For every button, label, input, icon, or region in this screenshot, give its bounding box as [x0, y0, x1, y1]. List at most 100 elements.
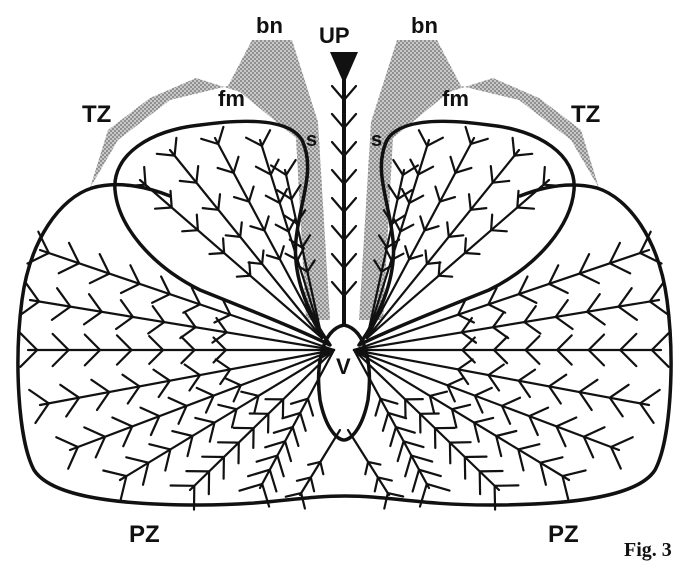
tz-duct-right-twig	[544, 185, 562, 186]
tz-duct-right-twig	[420, 216, 424, 230]
tz-duct-left-twig	[249, 262, 250, 276]
pz-duct-right-twig	[488, 365, 503, 376]
pz-duct-right-twig	[495, 486, 496, 510]
tz-duct-right-twig	[465, 238, 466, 253]
tz-duct-right-twig	[426, 251, 427, 264]
pz-duct-right-twig	[620, 334, 636, 350]
pz-duct-right-twig	[589, 335, 604, 350]
tz-duct-right-twig	[491, 215, 492, 231]
tz-duct-left-twig	[264, 216, 268, 230]
label-fm-right: fm	[442, 86, 469, 111]
pz-duct-right-twig	[526, 336, 540, 350]
pz-duct-left-twig	[52, 307, 71, 320]
central-duct-left-twig	[311, 477, 314, 491]
pz-duct-left-twig	[121, 284, 140, 293]
pz-duct-right-twig	[652, 333, 669, 350]
pz-duct-left	[260, 350, 334, 488]
pz-duct-right-twig	[376, 399, 381, 416]
central-duct-right-twig	[388, 493, 403, 496]
figure-caption: Fig. 3	[624, 539, 672, 561]
tz-duct-right-twig	[517, 208, 534, 209]
pz-duct-left-twig	[85, 335, 100, 350]
pz-duct-left-twig	[225, 378, 241, 385]
pz-duct-right-twig	[557, 335, 572, 350]
pz-duct-left-twig	[149, 444, 170, 449]
pz-duct-left-twig	[90, 274, 110, 284]
pz-duct-left-twig	[84, 312, 102, 325]
central-duct-left-twig	[286, 493, 301, 497]
pz-duct-left-twig	[270, 470, 277, 492]
pz-duct-right-twig	[587, 312, 605, 325]
pz-duct-right-twig	[427, 484, 450, 491]
tz-duct-left-twig	[218, 127, 223, 144]
pz-duct-left-twig	[103, 471, 126, 477]
pz-duct-left-twig	[154, 370, 170, 381]
pz-duct-left-twig	[20, 333, 37, 350]
label-bn-right: bn	[411, 13, 438, 38]
pz-duct-right-twig	[488, 304, 505, 312]
pz-duct-right-twig	[589, 350, 604, 365]
tz-duct-right-twig	[491, 166, 493, 183]
tz-duct-right-twig	[439, 262, 440, 276]
pz-duct-left-twig	[59, 263, 79, 273]
tz-duct-left-twig	[286, 160, 296, 175]
pz-duct-right-twig	[610, 385, 629, 398]
pz-duct-right-twig	[640, 403, 654, 423]
pz-duct-left-twig	[149, 336, 163, 350]
tz-duct-left-twig	[223, 238, 224, 253]
tz-duct-left-twig	[280, 246, 284, 259]
pz-duct-right-twig	[383, 413, 388, 431]
pz-duct-left-twig	[141, 408, 160, 417]
pz-duct-right-twig	[529, 408, 548, 417]
tz-duct-right-twig	[469, 194, 471, 210]
pz-duct-right-twig	[475, 388, 492, 396]
tz-duct-left-twig	[197, 215, 198, 231]
label-s-right: s	[371, 129, 382, 151]
tz-duct-right-twig	[393, 160, 403, 175]
pz-duct-left-twig	[300, 413, 305, 431]
pz-duct-left-twig	[112, 418, 132, 427]
label-pz-left: PZ	[129, 521, 160, 548]
pz-duct-right-twig	[518, 444, 539, 449]
pz-duct-right-twig	[650, 282, 664, 301]
pz-duct-left-twig	[241, 392, 258, 396]
fibromuscular-stroma-left	[90, 40, 330, 320]
pz-duct-left-twig	[149, 350, 163, 364]
pz-duct-right-twig	[640, 390, 660, 404]
pz-duct-right-twig	[390, 427, 396, 446]
pz-duct-left	[190, 350, 334, 490]
pz-duct-right-twig	[556, 317, 573, 329]
pz-duct-left-twig	[293, 427, 299, 446]
pz-duct-right-twig	[494, 337, 507, 350]
central-duct-right-twig	[365, 462, 368, 474]
tz-duct-left-twig	[175, 138, 177, 156]
label-bn-left: bn	[256, 13, 283, 38]
pz-duct-left-twig	[240, 484, 263, 491]
tz-duct-right-twig	[517, 191, 518, 208]
tz-duct-right-twig	[466, 127, 471, 144]
pz-duct-left-twig	[214, 350, 227, 363]
pz-duct-right-twig	[610, 263, 630, 273]
label-fm-left: fm	[218, 86, 245, 111]
pz-duct-right-twig	[580, 380, 598, 392]
tz-duct-left-twig	[234, 157, 239, 173]
tz-duct-right-twig	[419, 130, 427, 146]
pz-duct-left-twig	[91, 380, 109, 392]
label-up: UP	[319, 23, 350, 48]
pz-duct-left-twig	[117, 335, 132, 350]
pz-duct-left-twig	[56, 437, 78, 447]
label-v: V	[336, 354, 351, 379]
pz-duct-right-twig	[524, 322, 540, 334]
pz-duct-right-twig	[430, 392, 447, 396]
tz-duct-right-twig	[491, 230, 507, 231]
pz-duct-left-twig	[117, 350, 132, 365]
pz-duct-right-twig	[462, 350, 475, 363]
tz-duct-right-twig	[544, 167, 545, 185]
pz-duct-right	[354, 350, 499, 490]
pz-duct-right-twig	[519, 370, 535, 381]
pz-duct-left-twig	[35, 403, 48, 423]
tz-duct-left-twig	[240, 222, 242, 237]
pz-duct-right-twig	[526, 350, 540, 364]
pz-duct-left-twig	[123, 375, 140, 387]
central-duct-left-twig	[301, 493, 305, 508]
